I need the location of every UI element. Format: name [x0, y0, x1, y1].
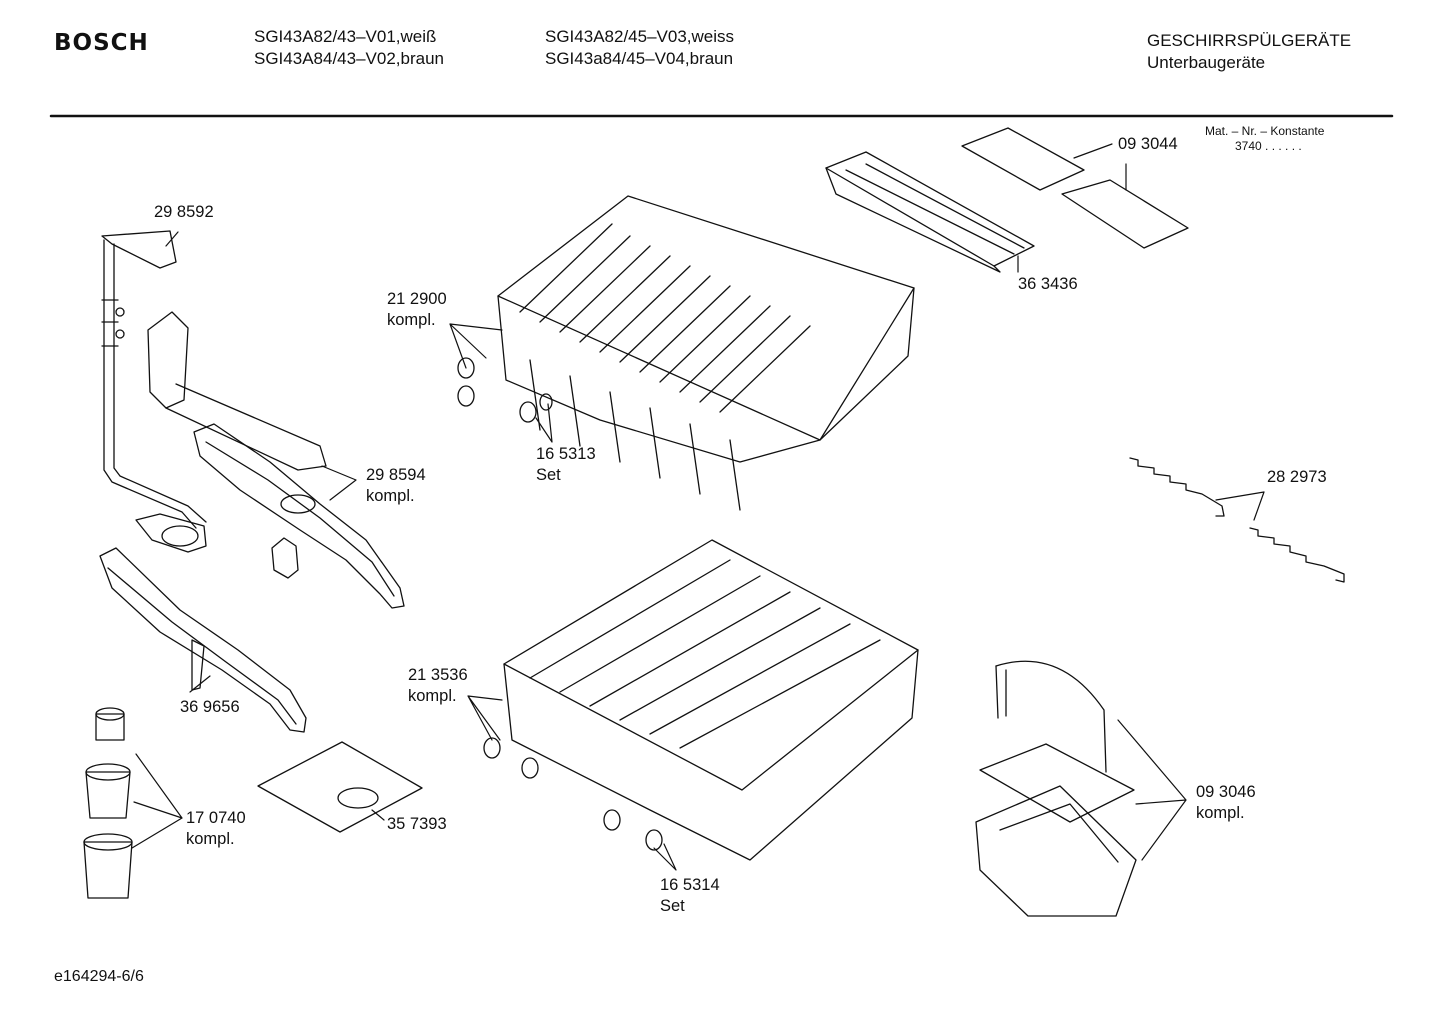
part-label-21-3536: 21 3536 kompl.: [408, 666, 468, 705]
category-block: GESCHIRRSPÜLGERÄTE Unterbaugeräte: [1147, 30, 1351, 74]
sieve-plate: [258, 742, 422, 832]
lower-basket: [504, 540, 918, 860]
upper-basket: [498, 196, 914, 510]
upper-spray-arm: [148, 312, 404, 608]
part-label-29-8592: 29 8592: [154, 203, 214, 221]
part-label-29-8594: 29 8594 kompl.: [366, 466, 426, 505]
part-label-28-2973: 28 2973: [1267, 468, 1327, 486]
part-label-16-5313: 16 5313 Set: [536, 445, 596, 484]
leader-lines: [132, 144, 1264, 870]
matnr-value: 3740 . . . . . .: [1235, 139, 1302, 153]
part-label-36-9656: 36 9656: [180, 698, 240, 716]
clip-pair: [962, 128, 1188, 248]
matnr-block: Mat. – Nr. – Konstante 3740 . . . . . .: [1205, 124, 1324, 154]
model-list-1: SGI43A82/43–V01,weiß SGI43A84/43–V02,bra…: [254, 26, 444, 70]
cutlery-tray: [826, 152, 1034, 272]
category-title: GESCHIRRSPÜLGERÄTE: [1147, 31, 1352, 50]
cutlery-basket: [976, 661, 1136, 916]
category-subtitle: Unterbaugeräte: [1147, 53, 1266, 72]
lower-spray-arm: [100, 548, 306, 732]
matnr-title: Mat. – Nr. – Konstante: [1205, 124, 1325, 138]
part-label-09-3044: 09 3044: [1118, 135, 1178, 153]
diagram-code: e164294-6/6: [54, 968, 144, 985]
tine-racks: [1130, 458, 1344, 582]
filter-set: [84, 708, 132, 898]
part-label-16-5314: 16 5314 Set: [660, 876, 720, 915]
model-line: SGI43a84/45–V04,braun: [545, 49, 734, 68]
part-label-35-7393: 35 7393: [387, 815, 447, 833]
brand-logo: BOSCH: [54, 30, 149, 56]
part-label-09-3046: 09 3046 kompl.: [1196, 783, 1256, 822]
wheel-sets: [458, 358, 662, 850]
model-line: SGI43A82/43–V01,weiß: [254, 27, 437, 46]
part-label-36-3436: 36 3436: [1018, 275, 1078, 293]
spray-pipe: [102, 231, 206, 552]
model-line: SGI43A82/45–V03,weiss: [545, 27, 735, 46]
model-list-2: SGI43A82/45–V03,weiss SGI43a84/45–V04,br…: [545, 26, 734, 70]
part-label-21-2900: 21 2900 kompl.: [387, 290, 447, 329]
part-label-17-0740: 17 0740 kompl.: [186, 809, 246, 848]
model-line: SGI43A84/43–V02,braun: [254, 49, 444, 68]
